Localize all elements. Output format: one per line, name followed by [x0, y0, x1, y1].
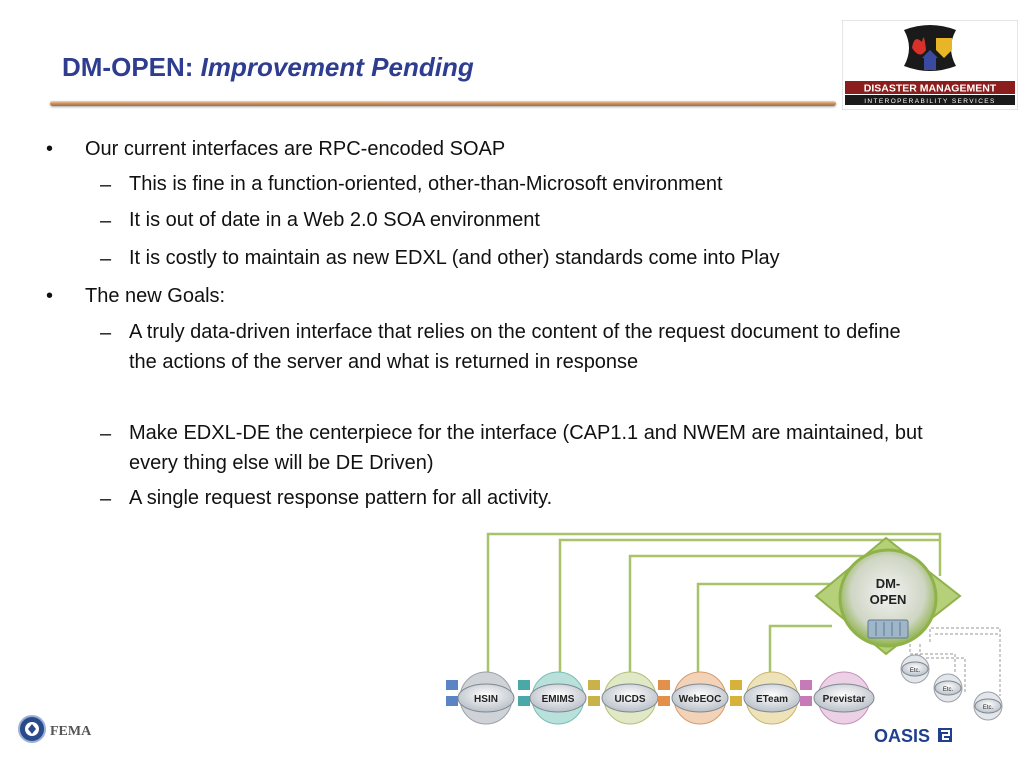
system-node-eteam: ETeam — [730, 671, 801, 725]
etc-label: Etc. — [943, 687, 954, 693]
system-nodes: HSIN EMIMS UICDS WebEOC ETeam — [446, 671, 875, 725]
bullet-2: The new Goals: — [85, 285, 226, 307]
sub-bullet-1-2: It is out of date in a Web 2.0 SOA envir… — [129, 209, 540, 231]
system-label-previstar: Previstar — [823, 694, 866, 705]
system-label-emims: EMIMS — [542, 694, 575, 705]
fema-label: FEMA — [50, 724, 92, 739]
title-plain: DM-OPEN: — [62, 52, 201, 82]
fema-logo: FEMA — [18, 715, 92, 743]
system-label-eteam: ETeam — [756, 694, 788, 705]
sub-dash: – — [100, 423, 112, 445]
etc-label: Etc. — [983, 705, 994, 711]
sub-dash: – — [100, 174, 112, 196]
etc-label: Etc. — [910, 668, 921, 674]
system-node-hsin: HSIN — [446, 671, 515, 725]
system-label-hsin: HSIN — [474, 694, 498, 705]
etc-nodes: Etc. Etc. Etc. — [900, 654, 1003, 721]
dmis-logo: DISASTER MANAGEMENT INTEROPERABILITY SER… — [842, 20, 1018, 110]
dm-open-diagram: DM-OPEN HSIN EMIMS UICDS — [446, 532, 1003, 725]
sub-bullet-1-3: It is costly to maintain as new EDXL (an… — [129, 247, 780, 269]
logo-line2: INTEROPERABILITY SERVICES — [864, 98, 996, 105]
etc-node: Etc. — [933, 673, 963, 703]
sub-dash: – — [100, 210, 112, 232]
bullet-1: Our current interfaces are RPC-encoded S… — [85, 138, 506, 160]
hub-label: DM-OPEN — [870, 576, 907, 607]
oasis-label: OASIS — [874, 726, 930, 746]
bullet-dot: • — [46, 285, 54, 307]
sub-dash: – — [100, 322, 112, 344]
etc-connector-lines — [909, 627, 1001, 696]
sub-bullet-2-3: A single request response pattern for al… — [129, 487, 553, 509]
title-italic: Improvement Pending — [200, 52, 474, 82]
logo-line1: DISASTER MANAGEMENT — [864, 83, 997, 95]
sub-bullet-2-1: A truly data-driven interface that relie… — [129, 321, 901, 373]
etc-node: Etc. — [973, 691, 1003, 721]
system-node-uicds: UICDS — [588, 671, 659, 725]
title-underline — [50, 101, 836, 106]
system-label-webeoc: WebEOC — [679, 694, 722, 705]
slide-title: DM-OPEN: Improvement Pending — [62, 52, 474, 83]
etc-node: Etc. — [900, 654, 930, 684]
sub-bullet-2-2: Make EDXL-DE the centerpiece for the int… — [129, 422, 923, 474]
sub-dash: – — [100, 248, 112, 270]
system-node-emims: EMIMS — [518, 671, 587, 725]
system-node-webeoc: WebEOC — [658, 671, 729, 725]
sub-bullet-1-1: This is fine in a function-oriented, oth… — [129, 173, 723, 195]
sub-dash: – — [100, 488, 112, 510]
system-node-previstar: Previstar — [800, 671, 875, 725]
server-icon — [867, 619, 909, 639]
oasis-logo: OASIS — [874, 726, 952, 746]
dm-open-hub: DM-OPEN — [814, 536, 962, 656]
system-label-uicds: UICDS — [614, 694, 645, 705]
bullet-dot: • — [46, 138, 54, 160]
